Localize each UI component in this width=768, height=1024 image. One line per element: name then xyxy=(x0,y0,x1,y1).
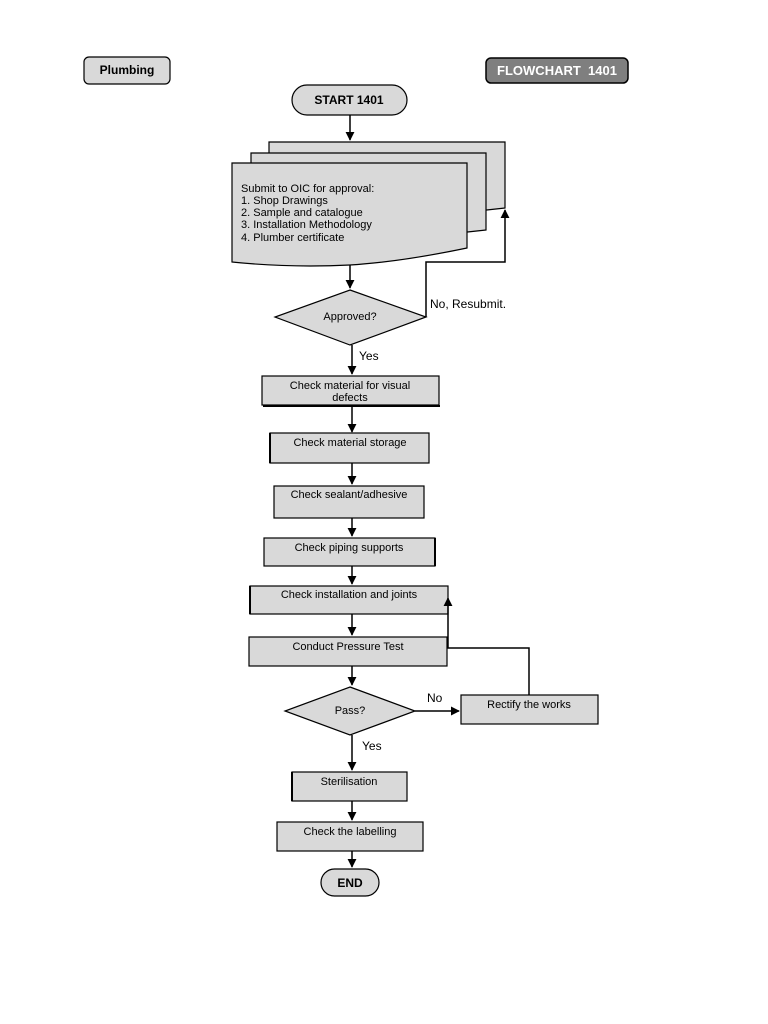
pass-decision: Pass? xyxy=(283,686,417,736)
start-terminator: START 1401 xyxy=(291,84,408,116)
installation-joints-node: Check installation and joints xyxy=(249,585,449,615)
material-storage-node: Check material storage xyxy=(269,432,430,464)
piping-supports-node: Check piping supports xyxy=(263,537,436,567)
labelling-label: Check the labelling xyxy=(304,826,397,838)
flowchart-id-tag: FLOWCHART 1401 xyxy=(485,57,629,84)
approved-yes-label: Yes xyxy=(359,349,379,363)
pressure-test-label: Conduct Pressure Test xyxy=(292,641,403,653)
visual-defects-label-2: defects xyxy=(332,392,368,404)
end-label: END xyxy=(337,876,363,890)
plumbing-tag: Plumbing xyxy=(83,56,171,85)
labelling-node: Check the labelling xyxy=(276,821,424,852)
pass-no-label: No xyxy=(427,691,443,705)
rectify-node: Rectify the works xyxy=(460,694,599,725)
visual-defects-node: Check material for visual defects xyxy=(261,375,440,407)
edge-resubmit-loop xyxy=(425,209,510,317)
submit-item-3: 3. Installation Methodology xyxy=(241,219,372,231)
pass-label: Pass? xyxy=(335,705,366,717)
sterilisation-node: Sterilisation xyxy=(291,771,408,802)
end-terminator: END xyxy=(320,868,380,897)
submit-item-2: 2. Sample and catalogue xyxy=(241,207,363,219)
material-storage-label: Check material storage xyxy=(293,437,406,449)
approved-label: Approved? xyxy=(323,311,376,323)
installation-joints-label: Check installation and joints xyxy=(281,589,418,601)
submit-documents-node: Submit to OIC for approval: 1. Shop Draw… xyxy=(231,141,506,267)
pressure-test-node: Conduct Pressure Test xyxy=(248,636,448,667)
approved-decision: Approved? xyxy=(273,289,428,346)
sealant-node: Check sealant/adhesive xyxy=(273,485,425,519)
edge-rectify-loop xyxy=(443,597,530,695)
pass-yes-label: Yes xyxy=(362,739,382,753)
piping-supports-label: Check piping supports xyxy=(295,542,404,554)
flowchart-id-label: FLOWCHART 1401 xyxy=(497,63,617,78)
start-label: START 1401 xyxy=(314,93,383,107)
sterilisation-label: Sterilisation xyxy=(321,776,378,788)
sealant-label: Check sealant/adhesive xyxy=(291,489,408,501)
resubmit-edge-label: No, Resubmit. xyxy=(430,297,506,311)
visual-defects-label-1: Check material for visual xyxy=(290,380,410,392)
rectify-label: Rectify the works xyxy=(487,699,571,711)
submit-item-4: 4. Plumber certificate xyxy=(241,232,344,244)
plumbing-tag-label: Plumbing xyxy=(100,63,155,77)
submit-item-1: 1. Shop Drawings xyxy=(241,195,328,207)
submit-title: Submit to OIC for approval: xyxy=(241,183,374,195)
